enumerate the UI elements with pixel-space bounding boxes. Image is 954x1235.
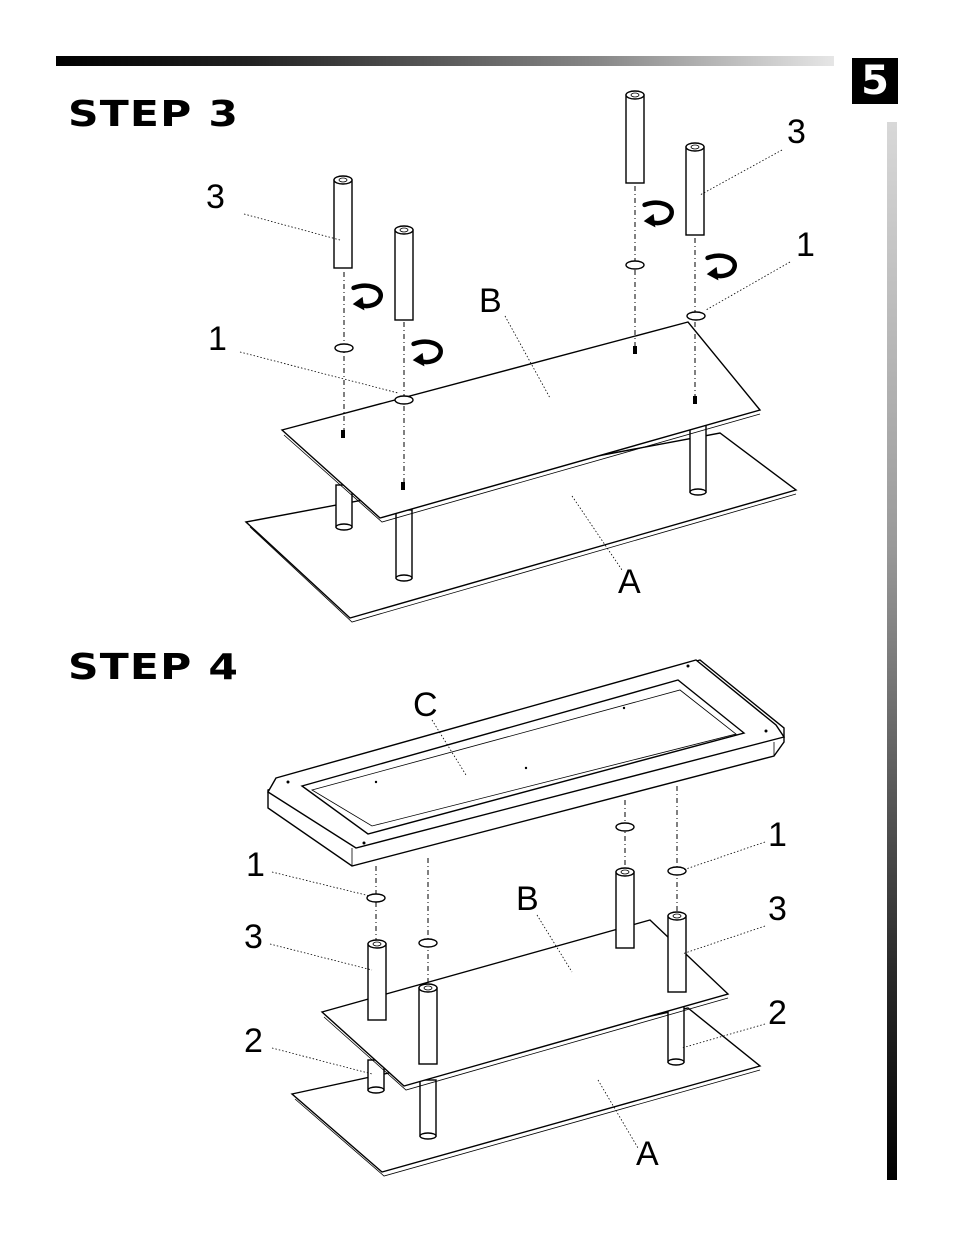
step3-label-pole-right: 3 [787,113,806,151]
rotate-arrow-icon [644,203,672,228]
rotate-arrow-icon [353,286,381,311]
step4-label-pole-left: 3 [244,918,263,956]
step4-label-shelf-b: B [516,880,539,918]
step4-label-foot-left: 2 [244,1022,263,1060]
rotate-arrow-icon [707,256,735,281]
step4-diagram: C 1 3 2 1 3 2 B A [244,660,787,1176]
step4-label-foot-right: 2 [768,994,787,1032]
step3-diagram: 3 1 3 1 B A [206,91,815,622]
step3-label-base-a: A [618,563,641,601]
step4-label-pole-right: 3 [768,890,787,928]
step4-label-screw-right: 1 [768,816,787,854]
step4-label-screw-left: 1 [246,846,265,884]
rotate-arrow-icon [413,342,441,367]
step3-label-screw-left: 1 [208,320,227,358]
step3-label-shelf-b: B [479,282,502,320]
step3-label-pole-left: 3 [206,178,225,216]
step4-label-top-c: C [413,686,438,724]
step4-top-c [268,660,784,866]
step4-label-base-a: A [636,1135,659,1173]
step3-label-screw-right: 1 [796,226,815,264]
